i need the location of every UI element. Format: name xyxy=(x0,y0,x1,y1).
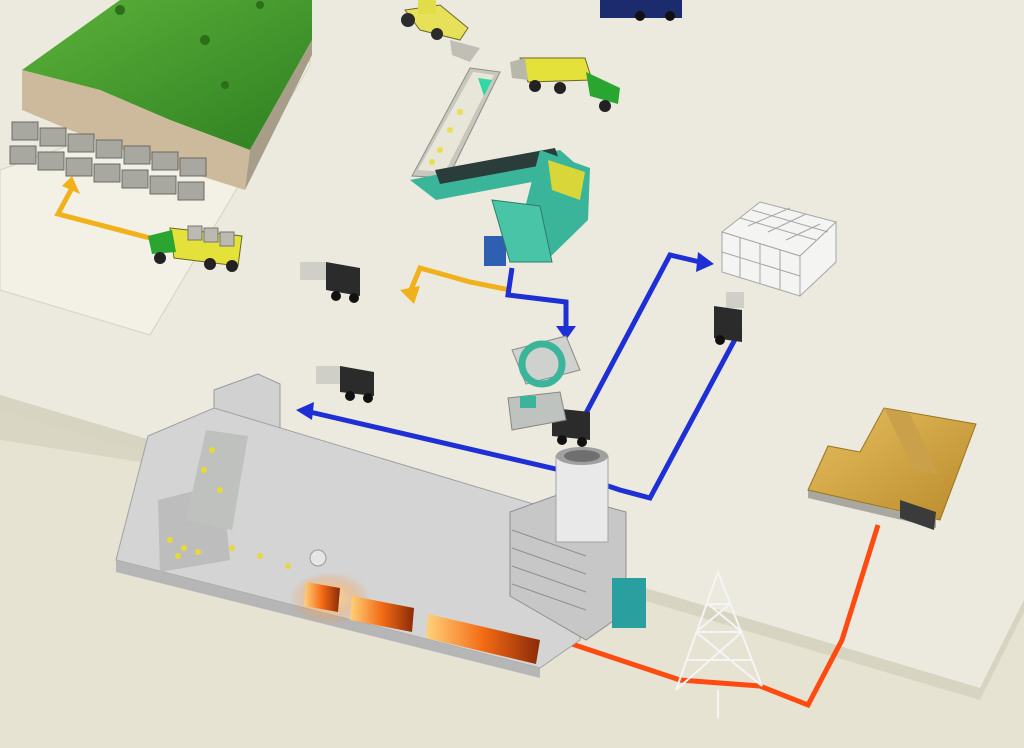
tractor-icon xyxy=(401,0,480,62)
stone-wall xyxy=(9,121,207,201)
furnace-window xyxy=(350,596,414,632)
yellow-flow-arrow-sorter xyxy=(407,264,511,293)
yellow-flow-arrow-quarry xyxy=(54,186,151,241)
conveyor-sorter-icon xyxy=(410,67,590,266)
warehouse-icon xyxy=(807,407,977,530)
power-pylon-icon xyxy=(675,569,763,718)
upper-platform xyxy=(0,0,1024,688)
forklift-icon xyxy=(714,292,744,345)
blue-flow-arrow-to-plant xyxy=(309,328,743,501)
dump-truck-icon xyxy=(510,57,620,112)
blue-flow-arrow-to-baler xyxy=(505,267,569,330)
baling-machine-icon xyxy=(507,335,581,431)
red-power-line xyxy=(559,524,881,709)
loaded-truck-icon xyxy=(148,225,243,272)
incinerator-plant-icon xyxy=(115,373,581,678)
flow-arrows xyxy=(54,176,881,709)
forklift-icon xyxy=(316,366,374,403)
furnace-window xyxy=(304,582,340,612)
bale-stack-icon xyxy=(720,201,837,298)
forklift-icon xyxy=(300,262,360,303)
furnace-window xyxy=(426,614,540,664)
dark-truck-icon xyxy=(600,0,682,21)
chimney-icon xyxy=(509,447,646,641)
blue-flow-arrow-to-bales xyxy=(582,252,701,417)
quarry-hill-icon xyxy=(9,0,312,201)
